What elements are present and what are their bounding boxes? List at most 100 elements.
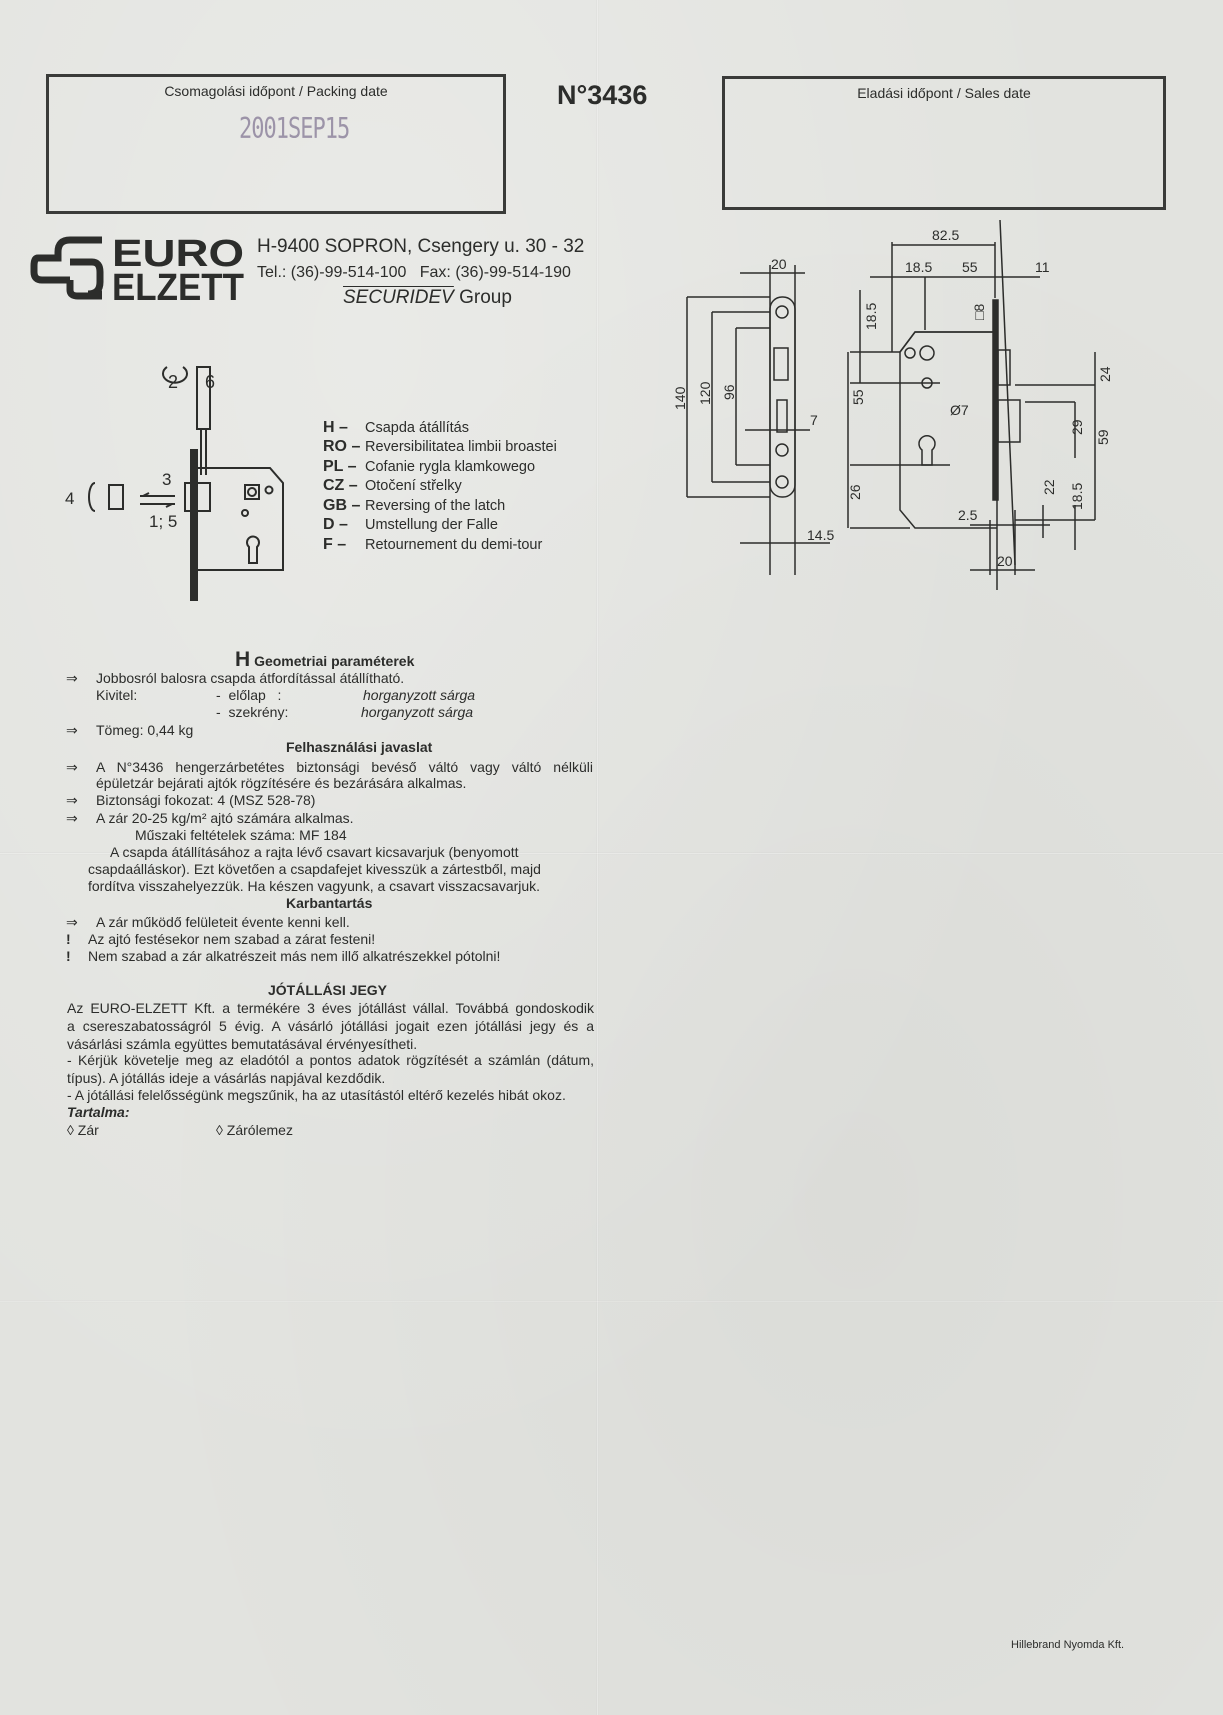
securidev-brand: SECURIDEV — [343, 287, 454, 308]
dim-backset: 55 — [962, 259, 978, 275]
list-item: RO – — [323, 438, 361, 455]
fold-crease — [0, 1300, 1223, 1303]
arrow-bullet: ⇒ — [66, 759, 78, 775]
list-item-text: Cofanie rygla klamkowego — [365, 459, 536, 475]
list-item-text: Retournement du demi-tour — [365, 537, 543, 553]
company-phone-fax: Tel.: (36)-99-514-100 Fax: (36)-99-514-1… — [257, 264, 571, 281]
dim-bolt-projection: 11 — [1035, 259, 1050, 275]
logo-text-elzett: ELZETT — [112, 267, 244, 304]
dim-backset-small: 18.5 — [905, 259, 932, 275]
spec-number: Műszaki feltételek száma: MF 184 — [135, 827, 347, 843]
dim-bolt-span: 59 — [1095, 429, 1111, 445]
dim-strike-length: 140 — [672, 386, 688, 410]
faceplate-label: - előlap : — [216, 687, 282, 703]
turn-label: 4 — [65, 489, 74, 508]
list-item: H – — [323, 419, 348, 436]
dim-strike-depth: 14.5 — [807, 527, 834, 543]
maintenance-title: Karbantartás — [286, 895, 373, 911]
usage-p1-line1: A N°3436 hengerzárbetétes biztonsági bev… — [96, 759, 593, 775]
logo-text-euro: EURO — [112, 233, 244, 275]
case-value: horganyzott sárga — [361, 704, 474, 720]
dim-hole-diameter: Ø7 — [950, 402, 969, 418]
arrow-bullet: ⇒ — [66, 792, 78, 808]
geometry-heading: H Geometriai paraméterek — [235, 648, 414, 672]
rotate-arrow-icon — [162, 366, 188, 384]
usage-p2-line1: A csapda átállításához a rajta lévő csav… — [110, 844, 519, 860]
dim-strike-width: 20 — [771, 256, 787, 272]
contents-label: Tartalma: — [67, 1104, 130, 1120]
turn-arrow-icon — [88, 482, 96, 512]
latch-reversal-diagram: 2 6 3 1; 5 4 — [65, 366, 284, 601]
geometry-line1: Jobbosról balosra csapda átfordítással á… — [96, 670, 405, 686]
list-item-text: Umstellung der Falle — [365, 517, 498, 533]
dim-bottom-18: 18.5 — [1069, 483, 1085, 510]
faceplate-value: horganyzott sárga — [363, 687, 476, 703]
arrow-bullet: ⇒ — [66, 670, 78, 686]
warranty-line6: - A jótállási felelősségünk megszűnik, h… — [67, 1087, 566, 1103]
dim-spindle: □8 — [971, 304, 987, 320]
company-address: H-9400 SOPRON, Csengery u. 30 - 32 — [257, 236, 585, 257]
list-item: CZ – — [323, 477, 358, 494]
usage-title: Felhasználási javaslat — [286, 739, 433, 755]
rotate-label-left: 2 — [168, 372, 178, 392]
dim-center-distance: 55 — [850, 389, 866, 405]
arrow-bullet: ⇒ — [66, 810, 78, 826]
list-item: GB – — [323, 497, 361, 514]
list-item: PL – — [323, 458, 357, 475]
maintenance-item2: Az ajtó festésekor nem szabad a zárat fe… — [88, 931, 376, 947]
list-item: F – — [323, 536, 347, 553]
arrow-bullet: ⇒ — [66, 722, 78, 738]
warranty-line3: vásárlási számla együttes bemutatásával … — [67, 1036, 418, 1052]
euro-elzett-logo: EURO ELZETT — [30, 233, 244, 304]
usage-p2-line2: csapdaálláskor). Ezt követően a csapdafe… — [88, 861, 541, 877]
warranty-line1: Az EURO-ELZETT Kft. a termékére 3 éves j… — [67, 1000, 594, 1016]
dim-strike-inner: 96 — [721, 384, 737, 400]
group-suffix: Group — [453, 287, 512, 308]
dim-body-width: 82.5 — [932, 227, 959, 243]
dim-top-offset: 18.5 — [863, 303, 879, 330]
pull-label: 1; 5 — [149, 512, 177, 531]
security-grade: Biztonsági fokozat: 4 (MSZ 528-78) — [96, 792, 316, 808]
warranty-line2: a csereszabatosságról 5 évig. A vásárló … — [67, 1018, 594, 1034]
contents-item-strike-plate: ◊ Zárólemez — [216, 1122, 293, 1138]
warranty-title: JÓTÁLLÁSI JEGY — [268, 982, 388, 998]
dim-face-width: 20 — [997, 553, 1013, 569]
usage-p2-line3: fordítva visszahelyezzük. Ha készen vagy… — [88, 878, 541, 894]
printer-credit: Hillebrand Nyomda Kft. — [1011, 1639, 1125, 1651]
list-item-text: Otočení střelky — [365, 478, 462, 494]
packing-date-box: Csomagolási időpont / Packing date 2001S… — [46, 74, 506, 214]
dim-bolt-height: 29 — [1069, 419, 1085, 435]
dim-plate-thickness: 2.5 — [958, 507, 978, 523]
geometry-letter: H — [235, 648, 251, 671]
case-label: - szekrény: — [216, 704, 289, 720]
product-number: N°3436 — [557, 80, 648, 110]
warranty-line5: típus). A jótállás ideje a vásárlás napj… — [67, 1070, 386, 1086]
maintenance-item3: Nem szabad a zár alkatrészeit más nem il… — [88, 948, 501, 964]
list-item: D – — [323, 516, 348, 533]
push-label: 3 — [162, 470, 171, 489]
dim-strike-holes: 120 — [697, 381, 713, 405]
dim-cylinder-low: 26 — [847, 484, 863, 500]
usage-p1-line2: épületzár bejárati ajtók rögzítésére és … — [96, 775, 467, 791]
packing-date-stamp: 2001SEP15 — [239, 113, 350, 146]
finish-label: Kivitel: — [96, 687, 138, 703]
dim-latch-height: 24 — [1097, 366, 1113, 382]
dim-strike-offset: 7 — [810, 412, 818, 428]
rotate-label-right: 6 — [205, 372, 215, 392]
maintenance-item1: A zár működő felületeit évente kenni kel… — [96, 914, 350, 930]
warranty-line4: - Kérjük követelje meg az eladótól a pon… — [67, 1052, 594, 1068]
list-item-text: Reversibilitatea limbii broastei — [365, 439, 557, 455]
sales-date-label: Eladási időpont / Sales date — [857, 85, 1031, 101]
warning-bullet: ! — [66, 948, 71, 964]
sales-date-box: Eladási időpont / Sales date — [722, 76, 1166, 210]
weight: Tömeg: 0,44 kg — [96, 722, 194, 738]
warning-bullet: ! — [66, 931, 71, 947]
geometry-title: Geometriai paraméterek — [254, 653, 415, 669]
contents-item-lock: ◊ Zár — [67, 1122, 99, 1138]
technical-drawing: 20 140 120 96 7 14.5 82.5 18.5 55 11 18.… — [672, 220, 1113, 590]
list-item-text: Reversing of the latch — [365, 498, 506, 514]
fold-crease — [596, 0, 599, 1715]
group-name: SECURIDEV Group — [343, 287, 512, 309]
door-weight: A zár 20-25 kg/m² ajtó számára alkalmas. — [96, 810, 354, 826]
